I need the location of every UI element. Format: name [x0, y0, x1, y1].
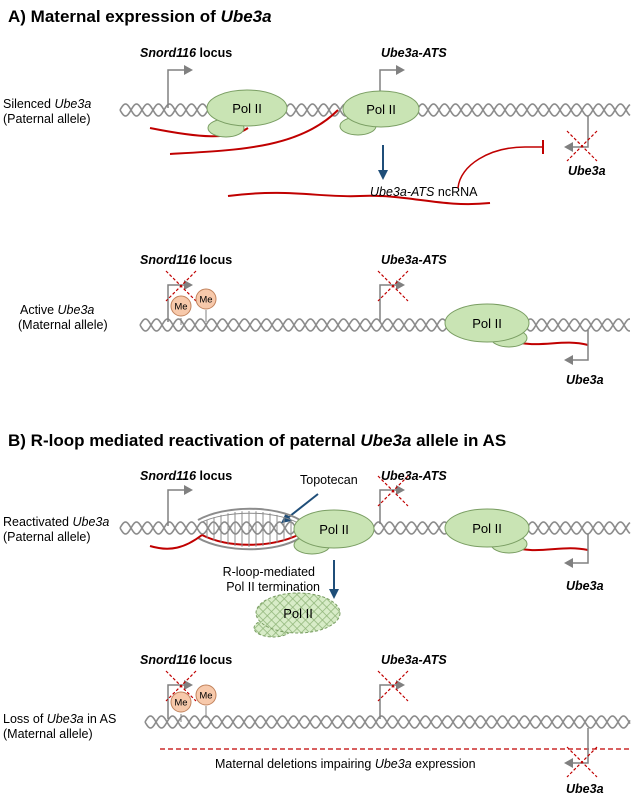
- pol-ii-label: Pol II: [283, 606, 313, 621]
- dna-helix: [144, 715, 631, 729]
- silencing-cross-icon: [566, 130, 598, 162]
- panel-a-title: A) Maternal expression of Ube3a: [8, 7, 272, 26]
- pol-ii-complex-stalled: Pol II: [293, 509, 375, 555]
- silencing-cross-icon: [377, 270, 409, 302]
- row-label-maternal: (Maternal allele): [3, 727, 93, 741]
- repression-line: [457, 146, 543, 189]
- row-loss-maternal: Loss of Ube3a in AS (Maternal allele) Sn…: [3, 653, 631, 796]
- me-label: Me: [174, 698, 187, 709]
- snord116-tss-arrow: [167, 280, 193, 322]
- ube3a-tss-arrow: [564, 534, 589, 568]
- silencing-cross-icon: [377, 670, 409, 702]
- r-loop: [197, 507, 301, 551]
- methylation-mark: Me: [195, 288, 217, 322]
- pol-ii-complex-2: Pol II: [339, 90, 420, 136]
- ncrna-transcript: [227, 191, 491, 206]
- dna-strand: [144, 715, 631, 729]
- ats-tss-arrow: [379, 680, 405, 719]
- pol-ii-label: Pol II: [366, 102, 396, 117]
- me-label: Me: [174, 302, 187, 313]
- dna-helix: [139, 318, 630, 332]
- silencing-cross-icon: [566, 746, 598, 778]
- row-label-reactivated: Reactivated Ube3a: [3, 515, 109, 529]
- row-active-maternal: Active Ube3a (Maternal allele) Snord116 …: [18, 253, 630, 387]
- row-label-active: Active Ube3a: [20, 303, 94, 317]
- snord116-tss-arrow: [167, 485, 193, 526]
- termination-label-line1: R-loop-mediated: [223, 565, 315, 579]
- termination-label-line2: Pol II termination: [226, 580, 320, 594]
- dna-strand: [139, 318, 630, 332]
- methylation-mark: Me: [170, 691, 192, 722]
- ube3a-ats-label: Ube3a-ATS: [381, 253, 447, 267]
- panel-b-title: B) R-loop mediated reactivation of pater…: [8, 431, 506, 450]
- released-pol-ii: Pol II: [253, 592, 341, 638]
- row-silenced-paternal: Silenced Ube3a (Paternal allele) Snord11…: [3, 46, 631, 206]
- panel-b: B) R-loop mediated reactivation of pater…: [3, 431, 631, 796]
- pol-ii-label: Pol II: [472, 521, 502, 536]
- snord116-label: Snord116 locus: [140, 253, 232, 267]
- dna-strand: [144, 715, 631, 729]
- pol-ii-complex: Pol II: [444, 508, 530, 554]
- pol-ii-complex-1: Pol II: [206, 89, 288, 138]
- silencing-cross-icon: [165, 670, 197, 702]
- snord116-label: Snord116 locus: [140, 469, 232, 483]
- row-label-loss: Loss of Ube3a in AS: [3, 712, 116, 726]
- ube3a-tss-arrow: [564, 330, 589, 365]
- r-loop-basepair-ticks: [206, 511, 292, 547]
- ube3a-ats-label: Ube3a-ATS: [381, 469, 447, 483]
- me-label: Me: [199, 295, 212, 306]
- ube3a-tss-arrow-silenced: [564, 116, 589, 152]
- pol-ii-label: Pol II: [472, 316, 502, 331]
- silencing-cross-icon: [165, 270, 197, 302]
- silencing-cross-icon: [377, 475, 409, 507]
- topotecan-label: Topotecan: [300, 473, 358, 487]
- dna-strand: [139, 318, 630, 332]
- snord116-tss-arrow: [167, 65, 193, 108]
- ats-tss-arrow: [379, 280, 405, 322]
- snord116-tss-arrow: [167, 680, 193, 719]
- ube3a-ats-label: Ube3a-ATS: [381, 46, 447, 60]
- snord116-label: Snord116 locus: [140, 653, 232, 667]
- pol-ii-label: Pol II: [232, 101, 262, 116]
- dna-strand: [119, 521, 631, 535]
- pol-ii-label: Pol II: [319, 522, 349, 537]
- ube3a-label: Ube3a: [566, 579, 604, 593]
- nascent-rna-ats: [169, 109, 339, 155]
- ats-tss-arrow: [379, 485, 405, 524]
- ube3a-label: Ube3a: [566, 373, 604, 387]
- row-label-paternal: (Paternal allele): [3, 112, 91, 126]
- me-label: Me: [199, 691, 212, 702]
- snord116-label: Snord116 locus: [140, 46, 232, 60]
- row-reactivated-paternal: Reactivated Ube3a (Paternal allele) Snor…: [3, 469, 631, 638]
- row-label-maternal: (Maternal allele): [18, 318, 108, 332]
- dna-strand: [119, 521, 631, 535]
- row-label-paternal: (Paternal allele): [3, 530, 91, 544]
- row-label-silenced: Silenced Ube3a: [3, 97, 91, 111]
- nascent-rna-rloop: [149, 534, 203, 550]
- ube3a-label: Ube3a: [568, 164, 606, 178]
- ncrna-label: Ube3a-ATS ncRNA: [370, 185, 478, 199]
- panel-a: A) Maternal expression of Ube3a Silenced…: [3, 7, 631, 387]
- ube3a-label: Ube3a: [566, 782, 604, 796]
- ube3a-ats-label: Ube3a-ATS: [381, 653, 447, 667]
- deletion-label: Maternal deletions impairing Ube3a expre…: [215, 757, 476, 771]
- ube3a-tss-arrow-silenced: [564, 728, 589, 768]
- methylation-mark: Me: [195, 684, 217, 718]
- dna-helix: [119, 521, 631, 535]
- pol-ii-complex: Pol II: [444, 303, 530, 348]
- methylation-mark: Me: [170, 295, 192, 325]
